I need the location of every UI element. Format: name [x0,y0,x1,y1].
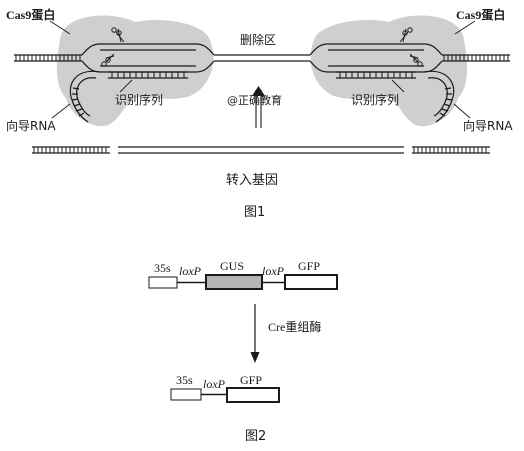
gus-gene-box [205,274,263,290]
dna-right-segment [442,54,510,62]
scissors-icon [399,27,413,43]
loxp-label: loxP [203,377,226,391]
construct-top: 35s loxP GUS loxP GFP [148,259,338,290]
scissors-icon [101,53,115,67]
deletion-region-label: 删除区 [240,32,276,47]
gfp-label: GFP [240,373,262,387]
promoter-label-35s: 35s [154,261,171,275]
arrow-head [250,352,260,363]
guide-rna-label-right: 向导RNA [463,118,513,133]
figure-1-caption: 图1 [244,205,265,220]
transgene-label: 转入基因 [226,173,278,188]
guide-rna-right [423,70,455,123]
dna-left-segment [14,54,82,62]
gfp-gene-box [226,387,280,403]
guide-rna-label-left: 向导RNA [6,118,56,133]
recognition-sequence-label-left: 识别序列 [115,92,163,107]
watermark: @正确教育 [227,93,282,107]
cas9-protein-label-left: Cas9蛋白 [6,7,55,22]
loxp-label: loxP [179,264,202,278]
transgene-strands [118,146,404,154]
dna-bubble-right [309,43,443,79]
gus-label: GUS [220,259,244,273]
scissors-icon [111,27,125,43]
loxp-label: loxP [262,264,285,278]
promoter-box-35s [170,388,202,401]
cas9-protein-right [310,15,468,127]
downward-arrow [252,86,265,128]
recognition-sequence-label-right: 识别序列 [351,92,399,107]
cre-recombinase-label: Cre重组酶 [268,319,321,334]
promoter-label-35s: 35s [176,373,193,387]
figure-2-caption: 图2 [245,429,266,444]
figure-2: 35s loxP GUS loxP GFP Cre重组酶 35s loxP GF… [148,259,338,444]
label-leader-lines [49,20,476,119]
guide-rna-left [69,70,101,123]
gfp-gene-box [284,274,338,290]
repaired-dna-left [32,146,110,154]
dna-bubble-left [81,43,215,79]
construct-bottom: 35s loxP GFP [170,373,280,403]
cas9-protein-left [56,15,214,127]
repaired-dna-right [412,146,490,154]
gfp-label: GFP [298,259,320,273]
cre-arrow [250,304,260,363]
scissors-icon [409,53,423,67]
promoter-box-35s [148,276,178,289]
figure-1: Cas9蛋白 Cas9蛋白 删除区 识别序列 识别序列 向导RNA 向导RNA … [6,7,513,220]
deletion-region-strands [214,54,310,62]
cas9-protein-label-right: Cas9蛋白 [456,7,505,22]
